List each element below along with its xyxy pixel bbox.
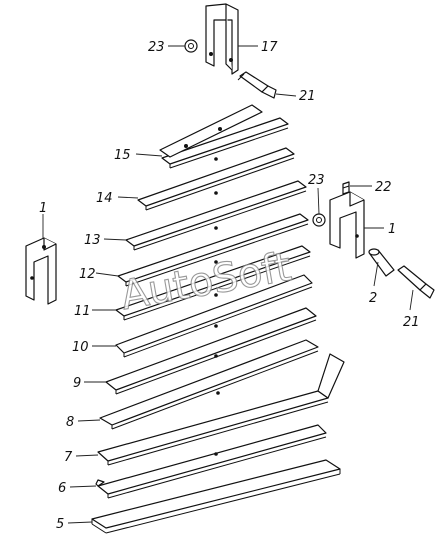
callout-23-right: 23 bbox=[308, 173, 325, 188]
callout-12: 12 bbox=[79, 267, 96, 282]
callout-10: 10 bbox=[72, 340, 89, 355]
callout-14: 14 bbox=[96, 191, 113, 206]
callout-2: 2 bbox=[369, 291, 377, 306]
callout-7: 7 bbox=[64, 450, 73, 465]
callout-5: 5 bbox=[56, 517, 64, 532]
spacer-plate bbox=[159, 104, 263, 158]
callout-13: 13 bbox=[84, 233, 101, 248]
callout-9: 9 bbox=[73, 376, 81, 391]
callout-1-left: 1 bbox=[39, 201, 47, 216]
callout-21-bottom: 21 bbox=[403, 315, 420, 330]
nut-top bbox=[184, 39, 198, 53]
callout-23-top: 23 bbox=[148, 40, 165, 55]
callout-22: 22 bbox=[375, 180, 392, 195]
callout-8: 8 bbox=[66, 415, 74, 430]
leaf-13 bbox=[125, 180, 307, 251]
leader-lines bbox=[42, 45, 414, 524]
callout-15: 15 bbox=[114, 148, 131, 163]
leaf-10 bbox=[115, 274, 313, 358]
callout-1-right: 1 bbox=[388, 222, 396, 237]
bolt-bottom bbox=[397, 265, 435, 299]
nut-right bbox=[312, 213, 326, 227]
u-bracket-top bbox=[205, 3, 239, 75]
callout-11: 11 bbox=[74, 304, 91, 319]
leaf-7 bbox=[97, 353, 345, 466]
callout-17: 17 bbox=[261, 40, 278, 55]
leaf-6 bbox=[95, 424, 327, 499]
leaf-15 bbox=[161, 117, 289, 169]
callout-6: 6 bbox=[58, 481, 66, 496]
leaf-9 bbox=[105, 307, 317, 395]
callout-21-top: 21 bbox=[299, 89, 316, 104]
leaf-8 bbox=[99, 339, 319, 430]
u-bracket-left bbox=[25, 237, 57, 305]
pin bbox=[368, 248, 395, 277]
leaf-12 bbox=[117, 213, 309, 287]
u-bracket-right bbox=[329, 191, 365, 259]
grease-fitting bbox=[342, 181, 350, 195]
leaf-11 bbox=[115, 245, 311, 321]
leaf-5 bbox=[91, 459, 341, 534]
leaf-14 bbox=[137, 147, 295, 211]
bolt-top bbox=[237, 71, 277, 99]
